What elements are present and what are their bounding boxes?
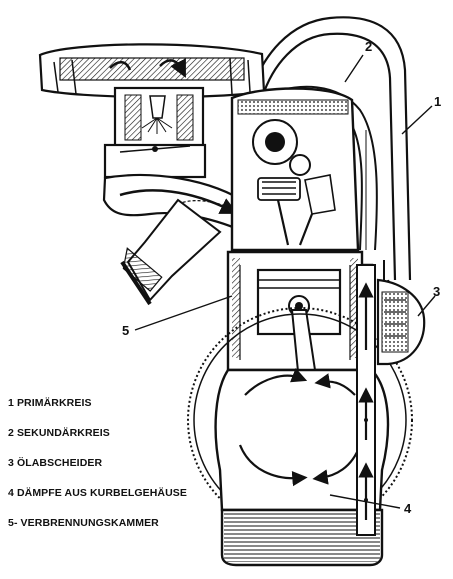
legend: 1 PRIMÄRKREIS 2 SEKUNDÄRKREIS 3 ÖLABSCHE… (8, 396, 208, 546)
callout-1: 1 (434, 94, 441, 109)
callout-leaders (134, 54, 436, 509)
legend-item-primary-circuit: 1 PRIMÄRKREIS (8, 397, 92, 409)
legend-item-combustion-chamber: 5- VERBRENNUNGSKAMMER (8, 517, 159, 529)
callout-4: 4 (404, 501, 412, 516)
intake-pipe (120, 198, 222, 306)
legend-item-oil-separator: 3 ÖLABSCHEIDER (8, 457, 103, 469)
carburettor (103, 86, 207, 179)
leader-3 (417, 295, 436, 317)
callout-3: 3 (433, 284, 440, 299)
oil-sump (220, 508, 384, 567)
leader-4 (329, 494, 401, 509)
air-filter-housing (38, 43, 266, 99)
oil-separator (376, 260, 426, 366)
leader-2 (344, 54, 364, 83)
leader-5 (134, 295, 233, 331)
legend-item-secondary-circuit: 2 SEKUNDÄRKREIS (8, 427, 110, 439)
cylinder-head (230, 87, 360, 252)
legend-item-crankcase-vapours: 4 DÄMPFE AUS KURBELGEHÄUSE (8, 487, 187, 499)
callout-2: 2 (365, 39, 372, 54)
crankcase-vapour-tube (356, 264, 376, 536)
leader-1 (401, 105, 433, 135)
callout-5: 5 (122, 323, 129, 338)
